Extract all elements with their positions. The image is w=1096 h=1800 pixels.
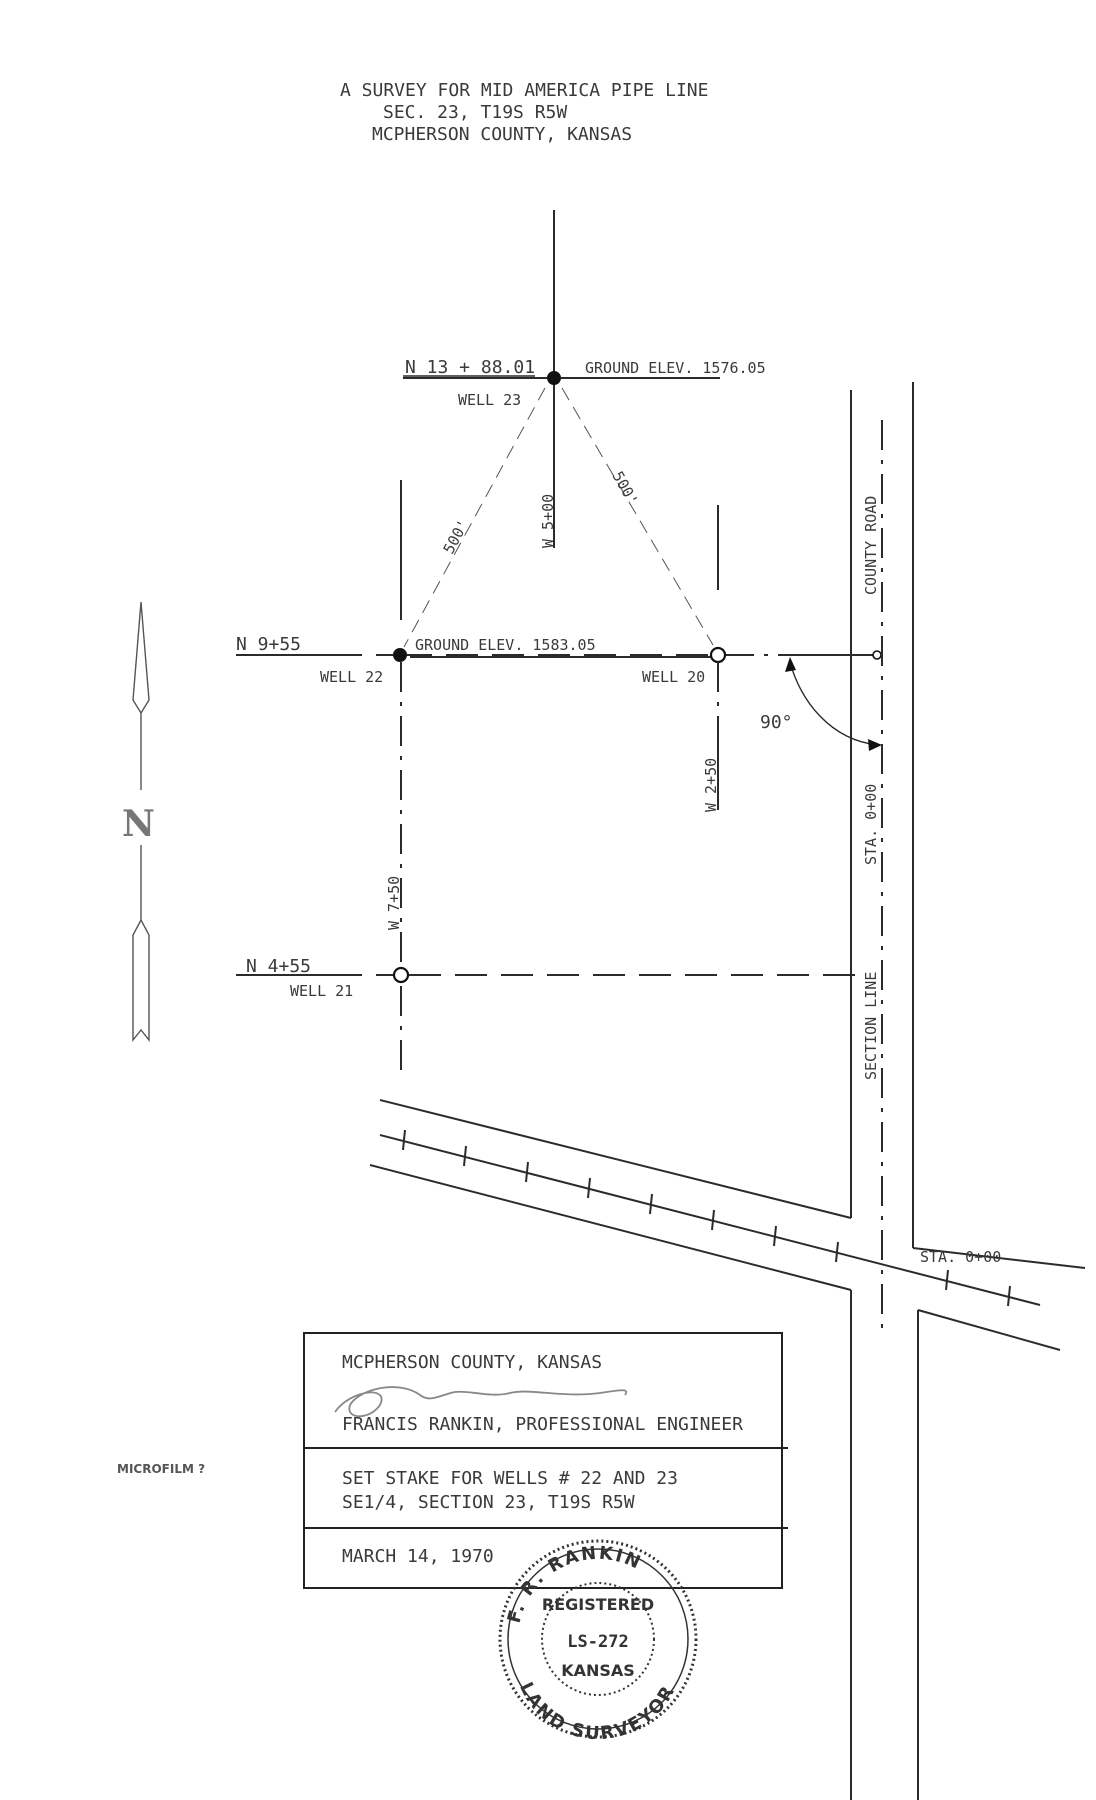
arc-arrowhead-right xyxy=(868,739,882,751)
title-block-date: MARCH 14, 1970 xyxy=(342,1546,494,1567)
road-tie-marker xyxy=(872,650,882,660)
title-line-2: SEC. 23, T19S R5W xyxy=(383,102,567,123)
north-arrow-tail-icon xyxy=(132,918,150,1042)
well22-marker xyxy=(393,648,407,662)
surveyor-seal: F. R. RANKIN LAND SURVEYOR REGISTERED LS… xyxy=(498,1539,698,1744)
station-w750-label: W 7+50 xyxy=(385,876,403,930)
north-arrow: N xyxy=(122,601,155,1042)
diagonal-right xyxy=(561,387,714,646)
well23-label: WELL 23 xyxy=(458,391,521,409)
angle-label: 90° xyxy=(760,712,793,733)
well22-elevation: GROUND ELEV. 1583.05 xyxy=(415,636,596,654)
arc-arrowhead-top xyxy=(785,657,796,672)
station-bottom-label: STA. 0+00 xyxy=(920,1248,1001,1266)
title-line-1: A SURVEY FOR MID AMERICA PIPE LINE xyxy=(340,80,708,101)
station-w250-label: W 2+50 xyxy=(702,758,720,812)
svg-text:LS-272: LS-272 xyxy=(567,1632,628,1652)
well23-north-label: N 13 + 88.01 xyxy=(405,357,535,378)
title-block-engineer: FRANCIS RANKIN, PROFESSIONAL ENGINEER xyxy=(342,1414,743,1435)
diagonal-road-right-upper xyxy=(912,1247,1086,1269)
pipeline-ticks xyxy=(402,1129,1011,1307)
title-line-3: MCPHERSON COUNTY, KANSAS xyxy=(372,124,632,145)
diagonal-road-upper xyxy=(379,1099,852,1219)
title-block-task2: SE1/4, SECTION 23, T19S R5W xyxy=(342,1492,635,1513)
well22-north-label: N 9+55 xyxy=(236,634,301,655)
well21-north-label: N 4+55 xyxy=(246,956,311,977)
north-arrow-label: N xyxy=(122,803,155,845)
distance-right: 500' xyxy=(609,468,642,508)
title-block: MCPHERSON COUNTY, KANSAS FRANCIS RANKIN,… xyxy=(303,1332,788,1589)
well22-label: WELL 22 xyxy=(320,668,383,686)
angle-arc xyxy=(789,661,879,746)
well20-marker xyxy=(709,646,727,664)
diagonal-road-lower xyxy=(369,1164,852,1291)
station-w500-label: W 5+00 xyxy=(539,494,557,548)
well23-elevation: GROUND ELEV. 1576.05 xyxy=(585,359,766,377)
well23-marker xyxy=(547,371,561,385)
diagonal-road-right-lower xyxy=(917,1309,1061,1351)
svg-text:REGISTERED: REGISTERED xyxy=(542,1595,654,1614)
svg-text:KANSAS: KANSAS xyxy=(561,1661,635,1680)
pipeline-centre xyxy=(379,1134,1041,1306)
well21-label: WELL 21 xyxy=(290,982,353,1000)
county-road-label: COUNTY ROAD xyxy=(862,496,880,595)
station-road-label: STA. 0+00 xyxy=(862,784,880,865)
section-line-label: SECTION LINE xyxy=(862,972,880,1080)
title-block-task1: SET STAKE FOR WELLS # 22 AND 23 xyxy=(342,1468,678,1489)
microfilm-stamp: MICROFILM ? xyxy=(117,1462,205,1476)
distance-left: 500' xyxy=(440,517,473,557)
title-block-county: MCPHERSON COUNTY, KANSAS xyxy=(342,1352,602,1373)
svg-text:LAND SURVEYOR: LAND SURVEYOR xyxy=(515,1679,679,1744)
engineer-signature xyxy=(334,1386,628,1418)
well20-label: WELL 20 xyxy=(642,668,705,686)
diagonal-left xyxy=(403,387,546,648)
well21-marker xyxy=(392,966,410,984)
north-arrow-head-icon xyxy=(132,601,150,715)
